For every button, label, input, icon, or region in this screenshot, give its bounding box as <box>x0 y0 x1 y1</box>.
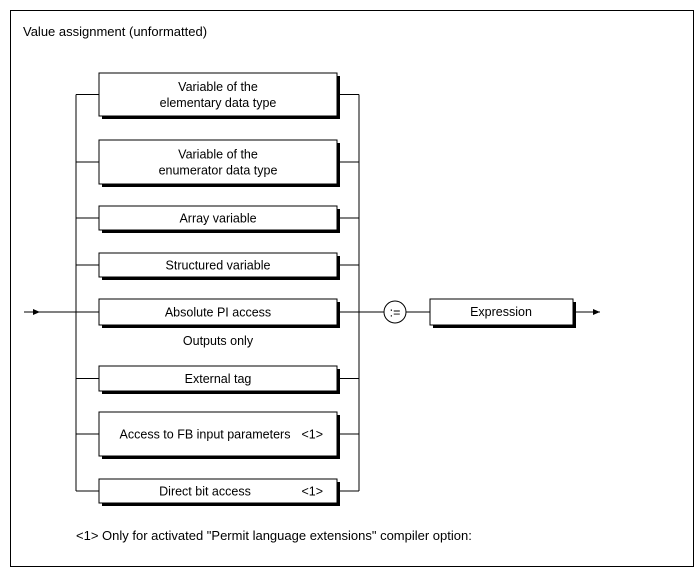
alternative-box-frame <box>98 72 338 117</box>
alternative-box-frame <box>98 298 338 326</box>
alternative-label: Absolute PI access <box>165 306 271 320</box>
alternative-box: Array variable <box>98 205 340 233</box>
alternative-label: External tag <box>185 372 252 386</box>
alternative-label: Access to FB input parameters <box>120 428 291 442</box>
diagram-title: Value assignment (unformatted) <box>23 24 208 39</box>
alternative-box-frame <box>98 478 338 504</box>
alternative-label: Array variable <box>179 212 256 226</box>
alternative-label: Direct bit access <box>159 485 251 499</box>
alternative-box: Absolute PI access <box>98 298 340 328</box>
alternative-label: Structured variable <box>166 259 271 273</box>
alternative-box: Variable of the elementary data type <box>98 72 340 119</box>
alternative-box-frame <box>98 365 338 392</box>
alternative-box-frame <box>98 252 338 278</box>
alternative-box-frame <box>98 411 338 457</box>
expression-box <box>429 298 574 326</box>
alternative-box: External tag <box>98 365 340 394</box>
assign-operator-label: := <box>390 306 401 320</box>
alternative-box: Structured variable <box>98 252 340 280</box>
footnote-marker: <1> <box>301 485 323 499</box>
alternative-label: enumerator data type <box>159 164 278 178</box>
outputs-only-label: Outputs only <box>183 334 254 348</box>
alternative-box: Access to FB input parameters <1> <box>98 411 340 459</box>
footnote-marker: <1> <box>301 428 323 442</box>
footnote: <1> Only for activated "Permit language … <box>76 528 472 543</box>
alternative-box: Direct bit access <1> <box>98 478 340 506</box>
alternative-box-frame <box>98 139 338 185</box>
expression-label: Expression <box>470 305 532 319</box>
alternative-label: elementary data type <box>160 96 277 110</box>
alternative-box: Variable of the enumerator data type <box>98 139 340 187</box>
alternative-label: Variable of the <box>178 148 258 162</box>
alternative-label: Variable of the <box>178 80 258 94</box>
alternative-box-frame <box>98 205 338 231</box>
diagram-frame <box>10 10 694 567</box>
